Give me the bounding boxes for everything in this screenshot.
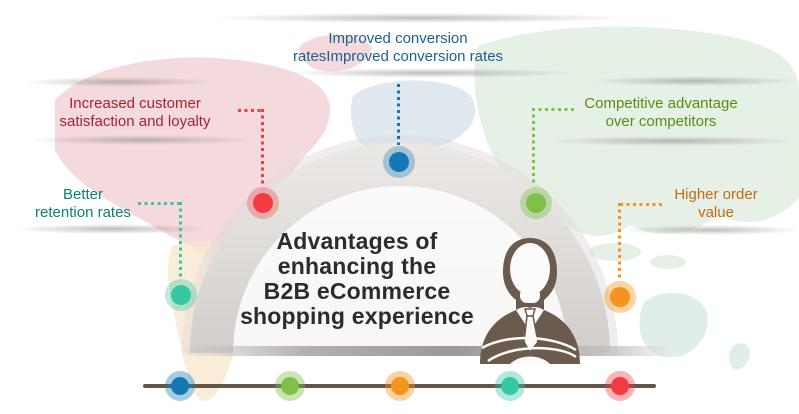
marker-dot-better-core bbox=[171, 285, 191, 305]
connector-increased-h bbox=[238, 109, 264, 112]
page-title: Advantages of enhancing the B2B eCommerc… bbox=[232, 229, 482, 329]
label-line: over competitors bbox=[605, 113, 717, 130]
label-line: Better bbox=[62, 186, 104, 203]
streak-under-orange-label bbox=[622, 225, 799, 235]
face bbox=[510, 243, 550, 295]
arm-gap bbox=[510, 356, 550, 364]
timeline-dot-3-core bbox=[391, 377, 409, 395]
connector-competitive-v bbox=[532, 108, 535, 186]
connector-better-v bbox=[179, 202, 182, 278]
marker-dot-increased bbox=[247, 187, 279, 219]
connector-increased-v bbox=[261, 109, 264, 186]
connector-improved-v bbox=[397, 84, 400, 145]
timeline-dot-1-core bbox=[171, 377, 189, 395]
timeline-dot-3 bbox=[385, 371, 415, 401]
connector-competitive-h bbox=[532, 108, 576, 111]
streak-under-green-label bbox=[548, 136, 798, 146]
label-competitive-advantage: Competitive advantage over competitors bbox=[534, 95, 788, 131]
continent-europe bbox=[350, 80, 476, 153]
label-line: Increased customer bbox=[69, 95, 201, 112]
marker-dot-higher-core bbox=[610, 287, 630, 307]
timeline-dot-4-core bbox=[501, 377, 519, 395]
marker-dot-increased-core bbox=[253, 193, 273, 213]
label-better-retention-rates: Better retention rates bbox=[8, 186, 158, 222]
semicircle-base-bar bbox=[186, 346, 670, 356]
label-line: satisfaction and loyalty bbox=[59, 113, 211, 130]
continent-australia bbox=[639, 292, 750, 370]
timeline-dot-2-core bbox=[281, 377, 299, 395]
connector-higher-h bbox=[620, 203, 663, 206]
streak-left-upper bbox=[25, 77, 215, 87]
arm-lower-line bbox=[487, 346, 577, 363]
streak-under-red-label bbox=[30, 135, 255, 145]
label-line: ratesImproved conversion rates bbox=[292, 48, 504, 65]
marker-dot-better bbox=[165, 279, 197, 311]
label-line: Higher order bbox=[674, 186, 758, 203]
streak-top bbox=[210, 13, 630, 23]
marker-dot-improved-core bbox=[389, 152, 409, 172]
marker-dot-competitive-core bbox=[526, 193, 546, 213]
timeline-dot-4 bbox=[495, 371, 525, 401]
label-line: retention rates bbox=[35, 204, 131, 221]
label-improved-conversion-rates: Improved conversion ratesImproved conver… bbox=[266, 30, 530, 66]
streak-under-top-label bbox=[285, 68, 575, 78]
timeline-dot-5-core bbox=[611, 377, 629, 395]
arm-upper-line bbox=[481, 336, 577, 352]
title-line-2: enhancing the bbox=[277, 253, 437, 279]
label-line: Competitive advantage bbox=[584, 95, 738, 112]
title-line-3: B2B eCommerce bbox=[263, 278, 451, 304]
title-line-4: shopping experience bbox=[240, 303, 474, 329]
label-line: value bbox=[698, 204, 734, 221]
neck bbox=[520, 288, 540, 303]
businessman-icon bbox=[466, 230, 594, 364]
timeline-dot-2 bbox=[275, 371, 305, 401]
marker-dot-improved bbox=[383, 146, 415, 178]
marker-dot-competitive bbox=[520, 187, 552, 219]
timeline-dot-1 bbox=[165, 371, 195, 401]
connector-higher-v bbox=[618, 203, 621, 280]
label-line: Improved conversion bbox=[328, 30, 468, 47]
timeline-dot-5 bbox=[605, 371, 635, 401]
label-increased-customer-satisfaction: Increased customer satisfaction and loya… bbox=[18, 95, 252, 131]
island-greenland bbox=[299, 34, 372, 72]
title-line-1: Advantages of bbox=[276, 228, 438, 254]
streak-right-upper bbox=[590, 76, 799, 86]
streak-under-teal-label bbox=[15, 224, 210, 234]
marker-dot-higher bbox=[604, 281, 636, 313]
connector-better-h bbox=[138, 202, 179, 205]
tie bbox=[524, 308, 536, 317]
label-higher-order-value: Higher order value bbox=[646, 186, 786, 222]
